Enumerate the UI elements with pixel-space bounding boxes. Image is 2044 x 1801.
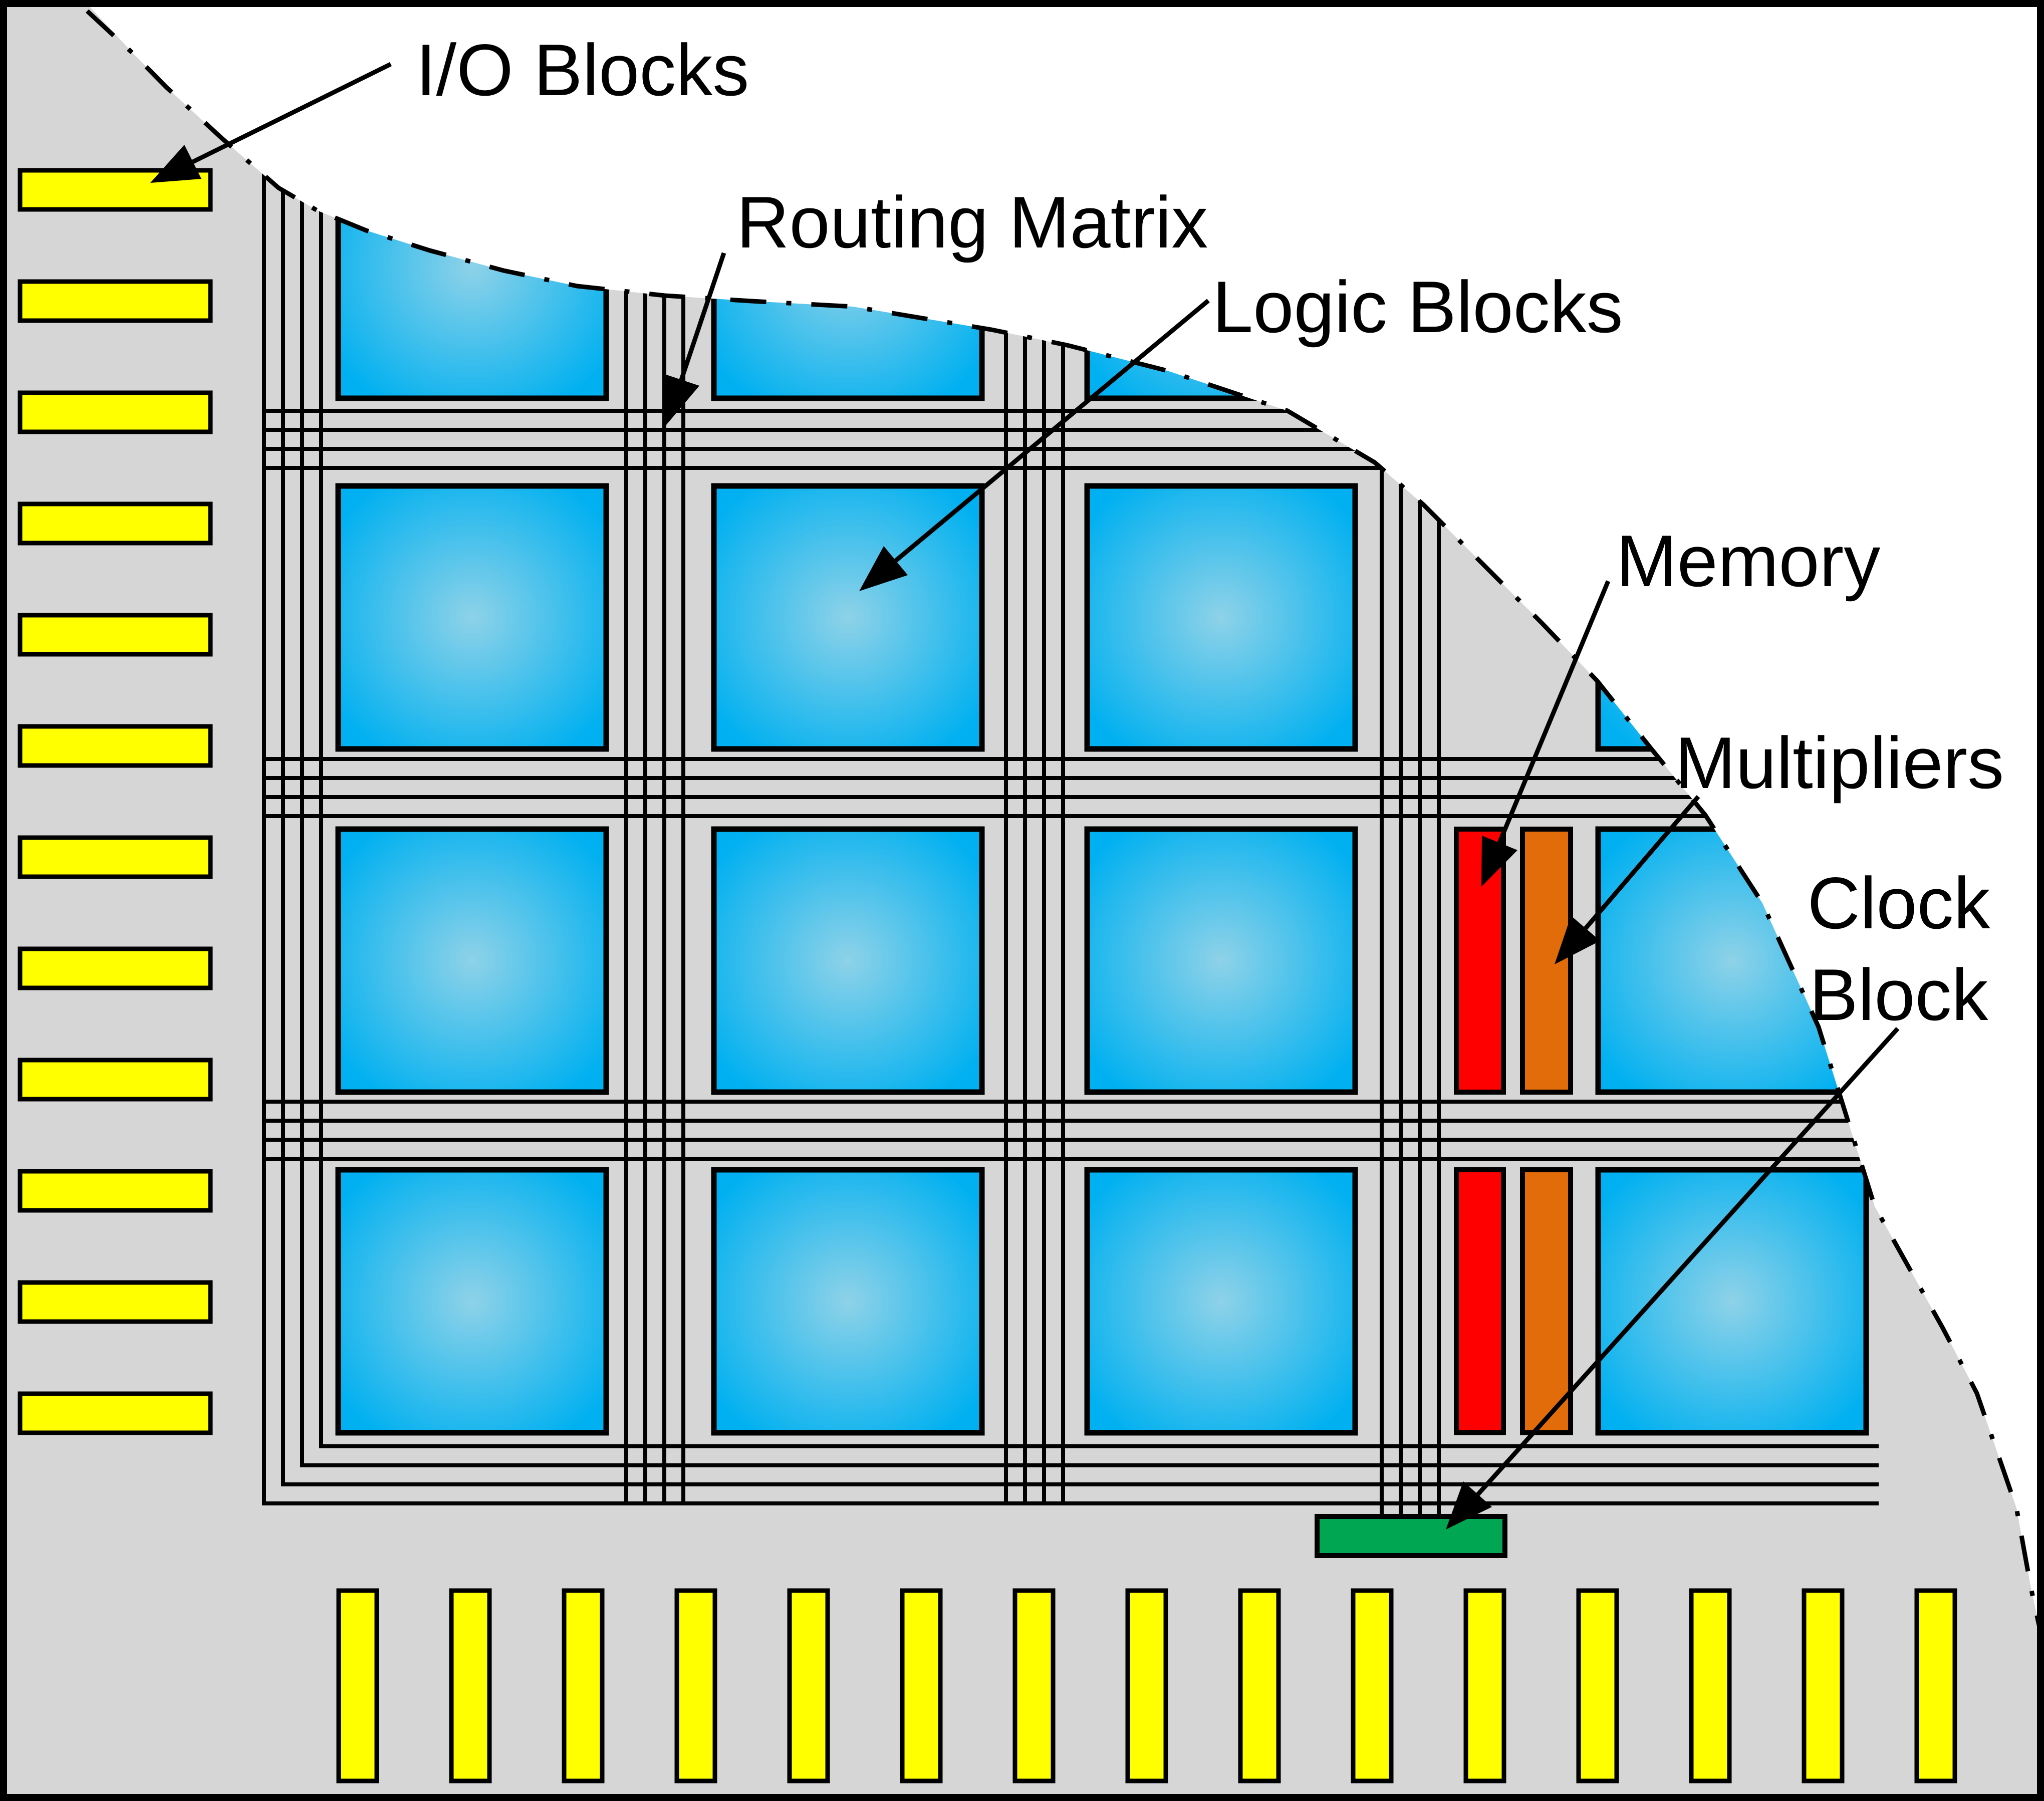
arrowhead-icon (1446, 1481, 1492, 1529)
arrow-shaft (1584, 795, 1700, 930)
logic-block (711, 483, 985, 752)
arrow-io-blocks (150, 62, 392, 183)
logic-block (1084, 1167, 1358, 1436)
io-block (449, 1588, 492, 1783)
io-block (18, 501, 213, 546)
arrowhead-icon (859, 546, 908, 591)
routing-wire (281, 5, 1879, 1486)
arrow-routing-matrix (663, 252, 726, 425)
io-block (18, 279, 213, 323)
logic-block (1084, 826, 1358, 1095)
logic-block (335, 1167, 609, 1436)
io-block (18, 1391, 213, 1435)
memory-block (1454, 1167, 1506, 1435)
io-block (562, 1588, 605, 1783)
routing-channel-horizontal-3 (264, 1100, 1879, 1161)
arrow-shaft (1476, 1026, 1900, 1496)
arrow-shaft (894, 299, 1210, 563)
logic-block (335, 826, 609, 1095)
arrow-clock-block (1446, 1026, 1900, 1529)
memory-block (1454, 827, 1506, 1095)
io-block (1576, 1588, 1619, 1783)
memory-column (1454, 827, 1506, 1435)
logic-block (711, 826, 985, 1095)
arrow-shaft (1497, 580, 1611, 844)
label-logic-blocks: Logic Blocks (1212, 266, 1623, 348)
routing-wire (300, 5, 1879, 1467)
multiplier-column (1520, 827, 1573, 1435)
routing-wire (319, 5, 1879, 1448)
multiplier-block (1520, 827, 1573, 1095)
io-block (1914, 1588, 1957, 1783)
io-block (1689, 1588, 1732, 1783)
io-block (1802, 1588, 1845, 1783)
arrowhead-icon (1481, 836, 1517, 887)
label-clock-block-line1: Clock (1807, 862, 1990, 944)
die-cutaway-region (87, 4, 2044, 1648)
routing-channel-horizontal-2 (264, 757, 1879, 818)
io-block (1463, 1588, 1506, 1783)
io-block (18, 613, 213, 657)
io-block (787, 1588, 830, 1783)
io-block (18, 946, 213, 990)
arrowhead-icon (663, 374, 699, 425)
label-clock-block-line2: Block (1809, 954, 1988, 1036)
io-block-row-bottom (336, 1588, 1957, 1783)
arrowhead-icon (1555, 916, 1600, 964)
io-block (336, 1588, 379, 1783)
io-block (18, 390, 213, 434)
label-memory: Memory (1616, 520, 1880, 602)
io-block (18, 1058, 213, 1102)
io-block-column-left (18, 168, 213, 1435)
logic-block (335, 483, 609, 752)
arrow-shaft (679, 252, 726, 381)
io-block (1125, 1588, 1168, 1783)
io-block (18, 835, 213, 879)
io-block (1238, 1588, 1281, 1783)
arrow-multipliers (1555, 795, 1700, 964)
logic-block (711, 1167, 985, 1436)
arrowhead-icon (150, 145, 201, 183)
arrow-shaft (192, 62, 392, 164)
label-routing-matrix: Routing Matrix (736, 181, 1208, 263)
clock-block (1315, 1514, 1507, 1558)
io-block (18, 1280, 213, 1324)
multiplier-block (1520, 1167, 1573, 1435)
arrow-logic-blocks (859, 299, 1210, 591)
die-edge-dashdot-curve (85, 9, 2044, 1649)
routing-channel-left-bottom-bend (262, 5, 1879, 1505)
io-block (1351, 1588, 1394, 1783)
io-block (18, 724, 213, 768)
io-block (674, 1588, 717, 1783)
arrow-memory (1481, 580, 1611, 887)
label-io-blocks: I/O Blocks (416, 29, 749, 111)
label-multipliers: Multipliers (1675, 722, 2004, 804)
routing-wire (262, 5, 1879, 1505)
logic-block (1084, 483, 1358, 752)
io-block (18, 1169, 213, 1213)
io-block (900, 1588, 943, 1783)
io-block (1012, 1588, 1056, 1783)
